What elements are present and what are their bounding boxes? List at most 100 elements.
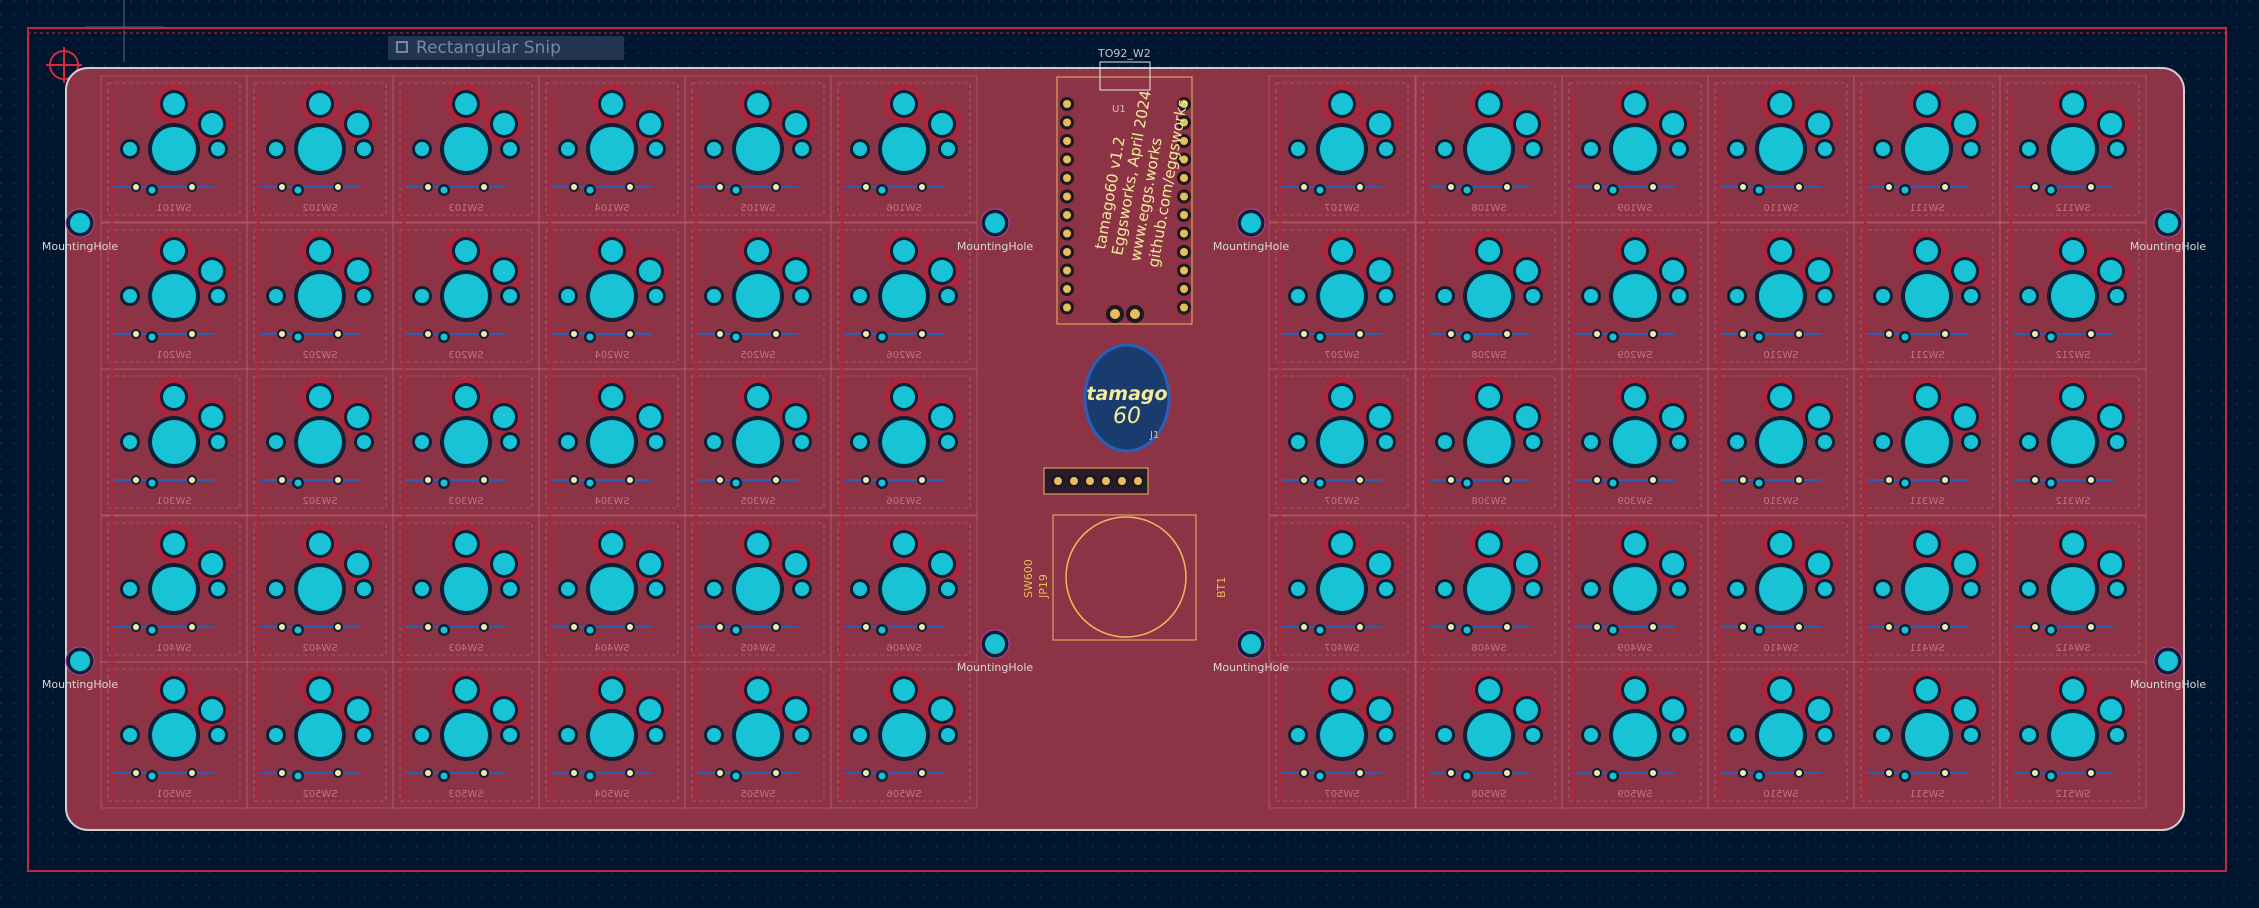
switch-ref-label: SW209 [1617, 350, 1652, 361]
switch-ref-label: SW107 [1324, 203, 1359, 214]
key-switch: SW202 [246, 222, 394, 370]
switch-ref-label: SW201 [156, 350, 191, 361]
switch-ref-label: SW403 [448, 643, 483, 654]
key-switch: SW310 [1707, 368, 1855, 516]
switch-ref-label: SW202 [302, 350, 337, 361]
switch-ref-label: SW308 [1471, 496, 1506, 507]
switch-ref-label: SW507 [1324, 789, 1359, 800]
switch-ref-label: SW110 [1763, 203, 1798, 214]
switch-ref-label: SW311 [1909, 496, 1944, 507]
key-switch: SW107 [1268, 75, 1416, 223]
key-switch: SW409 [1561, 515, 1709, 663]
switch-ref-label: SW511 [1909, 789, 1944, 800]
switch-ref-label: SW207 [1324, 350, 1359, 361]
key-switch: SW301 [100, 368, 248, 516]
snip-tool-tooltip: Rectangular Snip [388, 36, 624, 60]
key-switch: SW205 [684, 222, 832, 370]
mounting-hole-label: MountingHole [1213, 661, 1290, 674]
switch-ref-label: SW109 [1617, 203, 1652, 214]
switch-ref-label: SW309 [1617, 496, 1652, 507]
reset-ref: SW600 [1022, 559, 1035, 598]
switch-ref-label: SW105 [740, 203, 775, 214]
switch-ref-label: SW101 [156, 203, 191, 214]
switch-ref-label: SW108 [1471, 203, 1506, 214]
switch-ref-label: SW212 [2055, 350, 2090, 361]
switch-ref-label: SW211 [1909, 350, 1944, 361]
switch-ref-label: SW310 [1763, 496, 1798, 507]
key-switch: SW503 [392, 661, 540, 809]
key-switch: SW204 [538, 222, 686, 370]
key-switch: SW105 [684, 75, 832, 223]
switch-ref-label: SW408 [1471, 643, 1506, 654]
key-switch: SW212 [1999, 222, 2147, 370]
mounting-hole-label: MountingHole [957, 240, 1034, 253]
page-frame-inner [27, 32, 2227, 872]
egg-logo [1083, 343, 1171, 453]
key-switch: SW501 [100, 661, 248, 809]
key-switch: SW103 [392, 75, 540, 223]
key-switch: SW209 [1561, 222, 1709, 370]
key-switch: SW404 [538, 515, 686, 663]
mounting-hole-label: MountingHole [957, 661, 1034, 674]
switch-ref-label: SW503 [448, 789, 483, 800]
switch-ref-label: SW508 [1471, 789, 1506, 800]
mounting-hole-label: MountingHole [2130, 678, 2207, 691]
key-switch: SW308 [1415, 368, 1563, 516]
key-switch: SW203 [392, 222, 540, 370]
key-switch: SW405 [684, 515, 832, 663]
rect-snip-icon [396, 41, 408, 53]
key-switch: SW511 [1853, 661, 2001, 809]
switch-ref-label: SW307 [1324, 496, 1359, 507]
key-switch: SW406 [830, 515, 978, 663]
switch-ref-label: SW205 [740, 350, 775, 361]
key-switch: SW512 [1999, 661, 2147, 809]
key-switch: SW510 [1707, 661, 1855, 809]
jumper-ref: JP19 [1037, 574, 1050, 599]
key-switch: SW303 [392, 368, 540, 516]
switch-ref-label: SW410 [1763, 643, 1798, 654]
switch-ref-label: SW502 [302, 789, 337, 800]
mounting-hole-label: MountingHole [42, 678, 119, 691]
key-switch: SW102 [246, 75, 394, 223]
switch-ref-label: SW409 [1617, 643, 1652, 654]
switch-ref-label: SW404 [594, 643, 629, 654]
battery-ref: BT1 [1215, 577, 1228, 598]
switch-ref-label: SW112 [2055, 203, 2090, 214]
mcu-label: TO92_W2 [1097, 47, 1151, 60]
key-switch: SW210 [1707, 222, 1855, 370]
key-switch: SW304 [538, 368, 686, 516]
key-switch: SW509 [1561, 661, 1709, 809]
switch-ref-label: SW210 [1763, 350, 1798, 361]
switch-ref-label: SW106 [886, 203, 921, 214]
key-switch: SW507 [1268, 661, 1416, 809]
switch-ref-label: SW304 [594, 496, 629, 507]
switch-ref-label: SW402 [302, 643, 337, 654]
switch-ref-label: SW501 [156, 789, 191, 800]
mcu-sublabel: U1 [1112, 104, 1126, 115]
key-switch: SW112 [1999, 75, 2147, 223]
switch-ref-label: SW103 [448, 203, 483, 214]
key-switch: SW408 [1415, 515, 1563, 663]
switch-ref-label: SW301 [156, 496, 191, 507]
switch-ref-label: SW312 [2055, 496, 2090, 507]
logo-text: tamago [1086, 383, 1167, 405]
key-switch: SW306 [830, 368, 978, 516]
key-switch: SW201 [100, 222, 248, 370]
key-switch: SW108 [1415, 75, 1563, 223]
switch-ref-label: SW102 [302, 203, 337, 214]
key-switch: SW309 [1561, 368, 1709, 516]
key-switch: SW312 [1999, 368, 2147, 516]
key-switch: SW109 [1561, 75, 1709, 223]
key-switch: SW207 [1268, 222, 1416, 370]
key-switch: SW502 [246, 661, 394, 809]
switch-ref-label: SW411 [1909, 643, 1944, 654]
switch-ref-label: SW208 [1471, 350, 1506, 361]
key-switch: SW208 [1415, 222, 1563, 370]
key-switch: SW508 [1415, 661, 1563, 809]
switch-ref-label: SW510 [1763, 789, 1798, 800]
switch-ref-label: SW204 [594, 350, 629, 361]
switch-ref-label: SW306 [886, 496, 921, 507]
